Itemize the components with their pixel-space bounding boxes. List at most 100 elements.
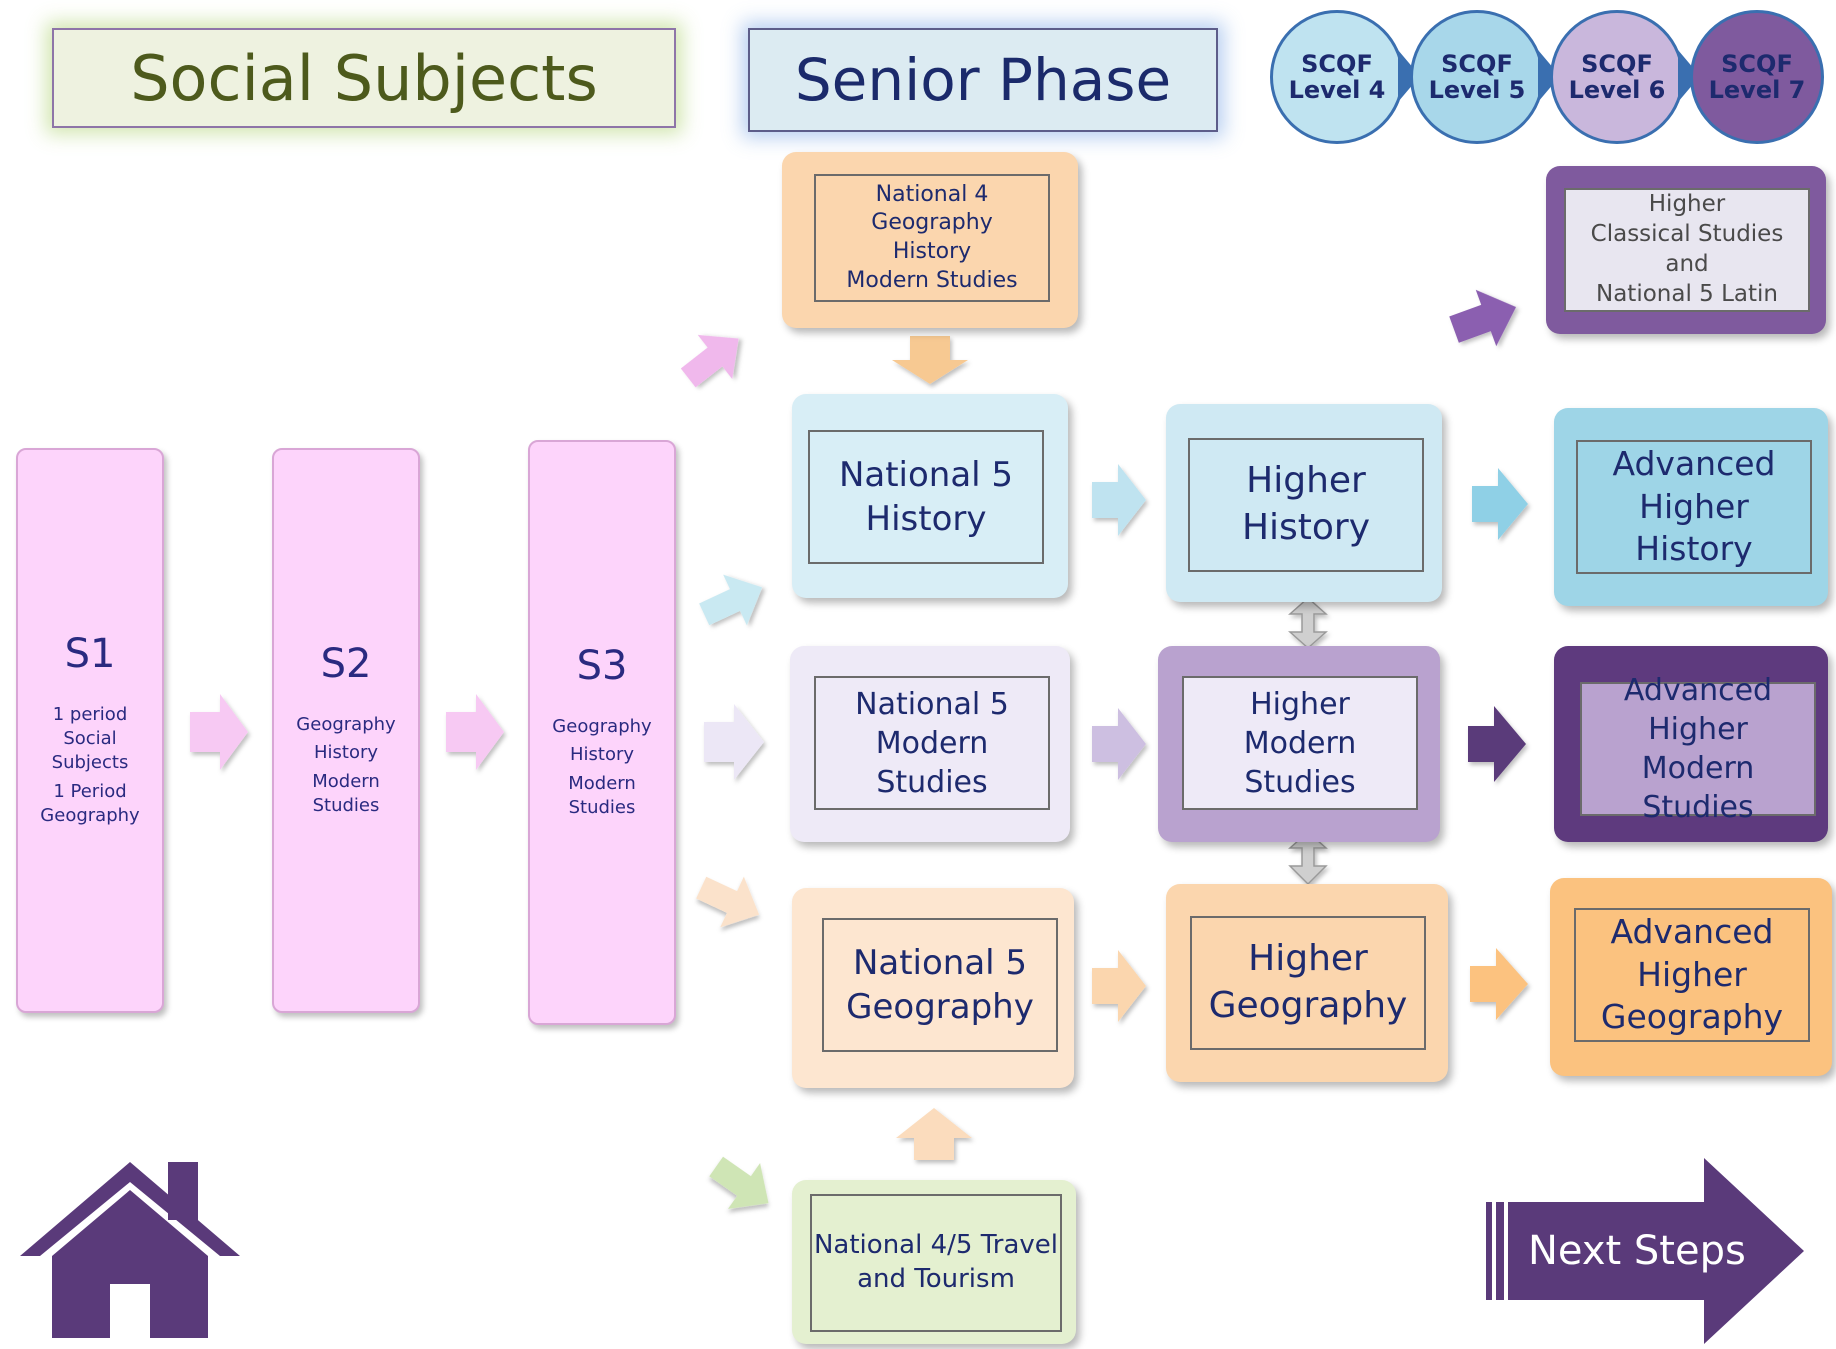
scqf-level-label: Level 6	[1568, 76, 1666, 104]
course-line: Modern Studies	[846, 267, 1018, 293]
next-steps-label: Next Steps	[1528, 1228, 1746, 1274]
course-line: National 4	[875, 181, 989, 207]
year-line: History	[569, 744, 635, 766]
course-label-frame: Higher Classical Studies and National 5 …	[1564, 188, 1810, 312]
scqf-level-7: SCQF Level 7	[1690, 10, 1824, 144]
diagonal-arrow-icon	[696, 876, 760, 928]
scqf-label: SCQF	[1581, 49, 1653, 78]
right-arrow-icon	[1468, 706, 1526, 782]
up-arrow-icon	[896, 1108, 972, 1160]
course-line: Advanced	[1612, 443, 1776, 483]
course-line: Geography	[1600, 997, 1784, 1037]
course-travel-tourism[interactable]: National 4/5 Travel and Tourism	[792, 1180, 1076, 1344]
course-line: Geography	[1208, 985, 1408, 1026]
right-arrow-icon	[446, 694, 504, 770]
course-line: National 5	[852, 942, 1028, 983]
course-line: and Tourism	[857, 1264, 1015, 1294]
course-line: National 5	[838, 454, 1014, 495]
course-line: History	[892, 239, 972, 264]
right-arrow-icon	[1470, 948, 1528, 1020]
course-line: Higher	[1648, 712, 1748, 747]
page-title: Social Subjects	[130, 41, 598, 115]
course-line: Geography	[871, 210, 993, 236]
course-line: Higher	[1250, 686, 1350, 722]
course-line: Higher History	[1635, 486, 1753, 569]
course-national-5-geography[interactable]: National 5 Geography	[792, 888, 1074, 1088]
course-advanced-higher-history[interactable]: Advanced Higher History	[1554, 408, 1828, 606]
course-line: Higher	[1248, 938, 1368, 980]
course-label-frame: Advanced Higher History	[1576, 440, 1812, 574]
course-label-frame: National 5 Geography	[822, 918, 1058, 1052]
year-s3[interactable]: S3 Geography History Modern Studies	[528, 440, 676, 1025]
course-label-frame: National 5 Modern Studies	[814, 676, 1050, 810]
course-label-frame: National 4 Geography History Modern Stud…	[814, 174, 1050, 302]
course-line: History	[865, 499, 987, 539]
down-arrow-icon	[892, 336, 968, 384]
course-label-frame: National 5 History	[808, 430, 1044, 564]
course-higher-modern-studies[interactable]: Higher Modern Studies	[1158, 646, 1440, 842]
diagonal-arrow-icon	[699, 574, 763, 626]
right-arrow-icon	[1092, 950, 1146, 1022]
scqf-label: SCQF	[1441, 49, 1513, 78]
year-line: 1 period Social Subjects	[51, 703, 129, 774]
scqf-label: SCQF	[1301, 49, 1373, 78]
title-banner: Social Subjects	[52, 28, 676, 128]
scqf-label: SCQF	[1721, 49, 1793, 78]
next-steps-button[interactable]: Next Steps	[1486, 1158, 1806, 1344]
course-line: Modern Studies	[1641, 751, 1755, 825]
course-national-5-history[interactable]: National 5 History	[792, 394, 1068, 598]
course-label-frame: National 4/5 Travel and Tourism	[810, 1194, 1062, 1332]
course-label-frame: Advanced Higher Geography	[1574, 908, 1810, 1042]
year-title: S1	[64, 630, 116, 677]
course-line: History	[1241, 507, 1371, 548]
course-line: National 4/5 Travel	[813, 1230, 1058, 1261]
year-title: S3	[576, 642, 628, 689]
course-label-frame: Advanced Higher Modern Studies	[1580, 673, 1816, 825]
course-line: Modern Studies	[1243, 725, 1357, 800]
year-line: Modern Studies	[568, 772, 636, 818]
course-line: Advanced	[1623, 673, 1773, 708]
course-label-frame: Higher Modern Studies	[1182, 676, 1418, 810]
year-line: Modern Studies	[312, 770, 380, 816]
course-label-frame: Higher History	[1188, 438, 1424, 572]
course-line: Higher	[1246, 460, 1366, 502]
year-line: History	[313, 742, 379, 764]
course-line: Advanced	[1610, 911, 1774, 951]
course-higher-geography[interactable]: Higher Geography	[1166, 884, 1448, 1082]
scqf-level-label: Level 4	[1288, 76, 1386, 104]
course-national-5-modern-studies[interactable]: National 5 Modern Studies	[790, 646, 1070, 842]
year-line: Geography	[552, 715, 652, 737]
scqf-level-label: Level 7	[1708, 76, 1806, 104]
scqf-level-label: Level 5	[1428, 76, 1526, 104]
right-arrow-icon	[704, 704, 764, 780]
home-icon	[20, 1162, 240, 1338]
right-arrow-icon	[1472, 468, 1528, 540]
year-line: Geography	[296, 713, 396, 735]
year-title: S2	[320, 640, 372, 687]
phase-banner: Senior Phase	[748, 28, 1218, 132]
diagonal-arrow-icon	[709, 1156, 769, 1209]
course-label-frame: Higher Geography	[1190, 916, 1426, 1050]
scqf-level-6: SCQF Level 6	[1550, 10, 1684, 144]
course-line: Geography	[846, 987, 1034, 1027]
course-higher-classical-studies[interactable]: Higher Classical Studies and National 5 …	[1546, 166, 1826, 334]
course-line: Higher	[1648, 191, 1726, 218]
home-button[interactable]	[16, 1160, 244, 1340]
bidirectional-arrow-icon	[1288, 596, 1328, 650]
course-line: National 5	[855, 686, 1009, 722]
course-line: Classical Studies and	[1590, 221, 1784, 277]
right-arrow-icon	[1092, 708, 1146, 780]
course-higher-history[interactable]: Higher History	[1166, 404, 1442, 602]
course-advanced-higher-modern-studies[interactable]: Advanced Higher Modern Studies	[1554, 646, 1828, 842]
course-line: Modern Studies	[875, 725, 989, 800]
year-s1[interactable]: S1 1 period Social Subjects 1 Period Geo…	[16, 448, 164, 1013]
course-line: Higher	[1637, 954, 1747, 994]
next-arrow-icon	[1486, 1158, 1804, 1344]
course-national-4[interactable]: National 4 Geography History Modern Stud…	[782, 152, 1078, 328]
course-line: National 5 Latin	[1596, 280, 1778, 307]
year-s2[interactable]: S2 Geography History Modern Studies	[272, 448, 420, 1013]
course-advanced-higher-geography[interactable]: Advanced Higher Geography	[1550, 878, 1832, 1076]
phase-title: Senior Phase	[794, 46, 1172, 114]
right-arrow-icon	[1092, 464, 1146, 536]
